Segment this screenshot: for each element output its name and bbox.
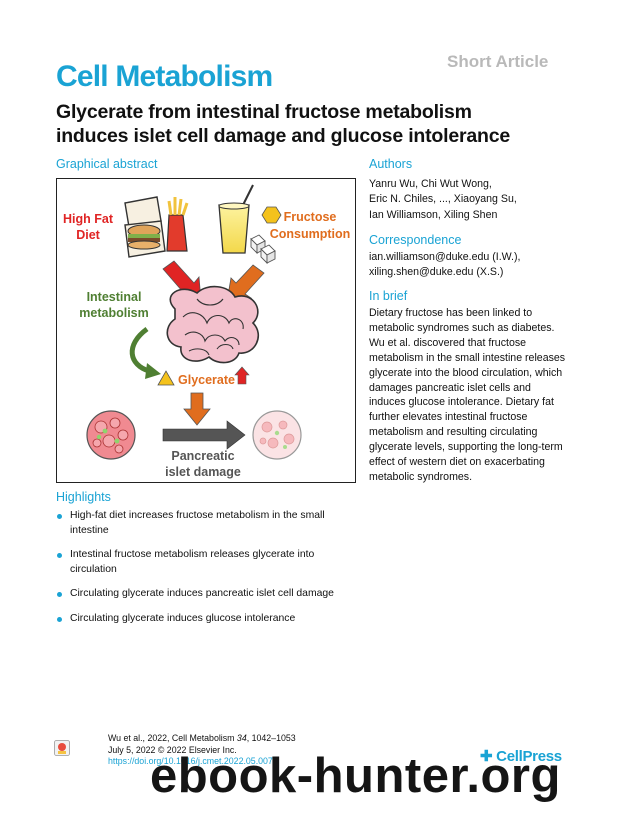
pancreatic-label: Pancreatic: [171, 449, 234, 463]
metabolism-curved-arrow: [129, 326, 150, 374]
in-brief-line: glycerate levels, supporting the long-te…: [369, 441, 563, 454]
authors-list: Yanru Wu, Chi Wut Wong, Eric N. Chiles, …: [369, 177, 579, 223]
in-brief-line: metabolic syndromes.: [369, 470, 473, 483]
watermark-text: ebook-hunter.org: [150, 749, 561, 803]
fructose-label: Fructose: [284, 210, 337, 224]
glycerate-triangle-icon: [157, 370, 175, 386]
damaged-islet-illustration: [252, 410, 302, 460]
authors-line: Yanru Wu, Chi Wut Wong,: [369, 178, 492, 190]
glycerate-label: Glycerate: [178, 373, 235, 387]
highlight-line: High-fat diet increases fructose metabol…: [70, 510, 325, 521]
in-brief-line: Wu et al. discovered that fructose: [369, 336, 527, 349]
highlight-item: Circulating glycerate induces glucose in…: [56, 612, 356, 627]
correspondence-line[interactable]: xiling.shen@duke.edu (X.S.): [369, 266, 504, 279]
cellpress-text: CellPress: [496, 748, 562, 765]
correspondence-heading: Correspondence: [369, 233, 462, 247]
bullet-icon: [57, 592, 62, 598]
citation-line: Wu et al., 2022, Cell Metabolism 34, 104…: [108, 733, 296, 745]
bullet-icon: [57, 553, 62, 559]
highlight-line: circulation: [70, 563, 117, 575]
correspondence-emails[interactable]: ian.williamson@duke.edu (I.W.), xiling.s…: [369, 250, 579, 281]
highlight-line: Circulating glycerate induces glucose in…: [70, 612, 296, 624]
highlight-item: High-fat diet increases fructose metabol…: [56, 509, 356, 538]
in-brief-heading: In brief: [369, 289, 408, 303]
metabolism-curved-arrow-head: [145, 363, 161, 379]
citation-volume: 34: [236, 733, 247, 743]
islet-damage-arrow: [162, 420, 246, 450]
citation-pages: , 1042–1053: [246, 733, 296, 743]
article-type-label: Short Article: [447, 52, 549, 71]
crossmark-icon[interactable]: [54, 740, 70, 756]
in-brief-line: metabolism and resulting circulating: [369, 426, 538, 439]
bullet-icon: [57, 616, 62, 622]
fast-food-icon: [124, 196, 189, 258]
cellpress-icon: ✚: [480, 748, 493, 765]
in-brief-text: Dietary fructose has been linked to meta…: [369, 306, 579, 485]
doi-link[interactable]: https://doi.org/10.1016/j.cmet.2022.05.0…: [108, 756, 273, 767]
glycerate-increase-arrow-icon: [234, 366, 250, 385]
title-line-2: induces islet cell damage and glucose in…: [56, 125, 511, 147]
consumption-label: Consumption: [270, 227, 351, 241]
glycerate-down-arrow: [183, 392, 211, 426]
high-fat-diet-label-2: Diet: [76, 228, 100, 242]
highlight-item: Circulating glycerate induces pancreatic…: [56, 587, 356, 602]
fructose-hexagon-icon: [261, 206, 282, 224]
highlight-line: Intestinal fructose metabolism releases …: [70, 549, 315, 561]
title-line-1: Glycerate from intestinal fructose metab…: [56, 101, 472, 123]
graphical-abstract-figure: High Fat Diet Fructose Consumption: [56, 178, 356, 483]
healthy-islet-illustration: [86, 410, 136, 460]
in-brief-line: effect of western diet on exacerbating: [369, 456, 545, 469]
highlights-heading: Highlights: [56, 490, 111, 504]
authors-line: Ian Williamson, Xiling Shen: [369, 208, 498, 221]
citation-prefix: Wu et al., 2022, Cell Metabolism: [108, 733, 237, 743]
in-brief-line: induces glucose intolerance. Dietary fat: [369, 396, 554, 409]
in-brief-line: damages pancreatic islet cells and: [369, 381, 531, 394]
bullet-icon: [57, 514, 62, 519]
in-brief-line: metabolism in the small intestine releas…: [369, 351, 566, 364]
in-brief-line: glycerate into the blood circulation, wh…: [369, 366, 563, 379]
in-brief-line: Dietary fructose has been linked to: [369, 307, 533, 319]
in-brief-line: metabolic syndromes such as diabetes.: [369, 321, 555, 334]
highlight-line: intestine: [70, 524, 109, 536]
sugar-cubes-icon: [250, 234, 276, 265]
in-brief-line: further elevates intestinal fructose: [369, 411, 528, 424]
citation-block: Wu et al., 2022, Cell Metabolism 34, 104…: [108, 733, 296, 768]
highlights-list: High-fat diet increases fructose metabol…: [56, 509, 356, 637]
high-fat-diet-label: High Fat: [63, 212, 114, 226]
publication-date: July 5, 2022 © 2022 Elsevier Inc.: [108, 744, 237, 755]
juice-glass-icon: [218, 184, 254, 254]
intestinal-label: Intestinal: [87, 290, 142, 304]
article-title: Glycerate from intestinal fructose metab…: [56, 100, 596, 148]
cellpress-logo: ✚ CellPress: [480, 747, 562, 765]
authors-line: Eric N. Chiles, ..., Xiaoyang Su,: [369, 193, 517, 206]
intestine-illustration: [166, 285, 259, 364]
highlight-item: Intestinal fructose metabolism releases …: [56, 548, 356, 577]
islet-damage-label: islet damage: [165, 465, 241, 479]
metabolism-label: metabolism: [79, 306, 148, 320]
highlight-line: Circulating glycerate induces pancreatic…: [70, 588, 334, 600]
journal-name: Cell Metabolism: [56, 60, 273, 93]
authors-heading: Authors: [369, 157, 413, 171]
graphical-abstract-drawing: High Fat Diet Fructose Consumption: [63, 184, 351, 479]
correspondence-line[interactable]: ian.williamson@duke.edu (I.W.),: [369, 251, 521, 263]
graphical-abstract-heading: Graphical abstract: [56, 157, 158, 171]
